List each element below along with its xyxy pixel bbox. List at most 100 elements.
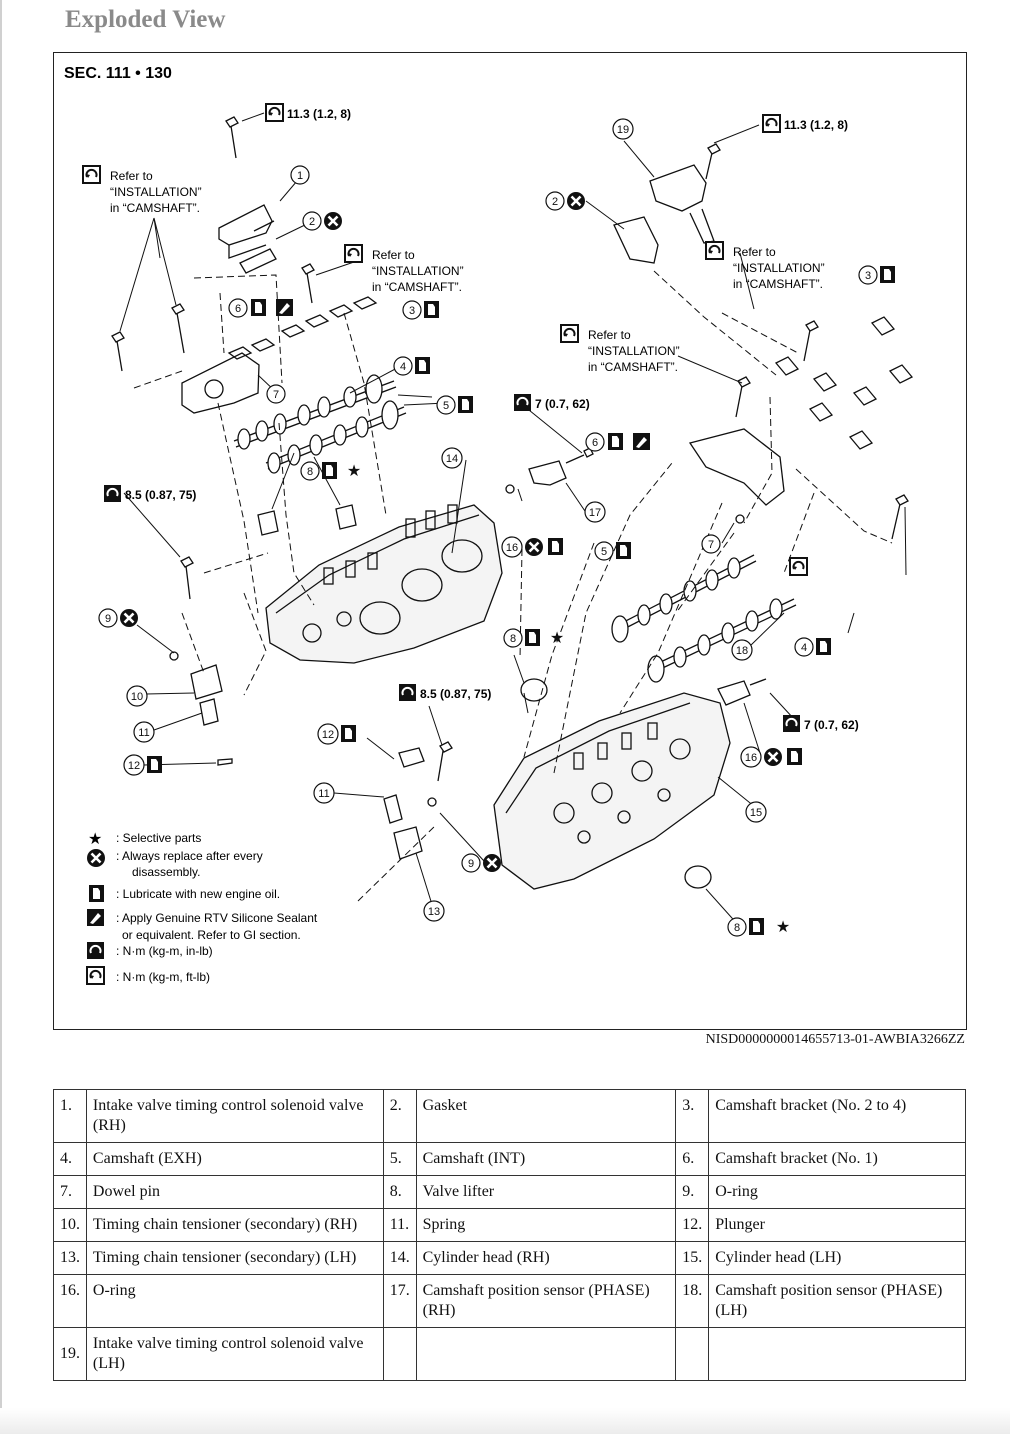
svg-text:13: 13 xyxy=(428,906,440,918)
svg-text:10: 10 xyxy=(131,691,143,703)
torque-label-11-3-rh: 11.3 (1.2, 8) xyxy=(265,103,351,122)
callout-6: 6 xyxy=(228,298,293,318)
svg-text:disassembly.: disassembly. xyxy=(132,865,200,879)
table-row: 1.Intake valve timing control solenoid v… xyxy=(53,1089,966,1143)
callout-19: 19 xyxy=(612,118,634,140)
part-number-cell: 14. xyxy=(382,1241,417,1275)
svg-text:11: 11 xyxy=(138,727,149,739)
torque-label-11-3-lh: 11.3 (1.2, 8) xyxy=(762,114,848,133)
svg-text:11: 11 xyxy=(318,788,329,800)
svg-text:Refer to: Refer to xyxy=(372,248,415,262)
svg-text:16: 16 xyxy=(745,752,757,764)
svg-text:11.3 (1.2, 8): 11.3 (1.2, 8) xyxy=(784,118,848,132)
svg-text:“INSTALLATION”: “INSTALLATION” xyxy=(110,185,202,199)
part-name-cell: O-ring xyxy=(85,1274,384,1328)
callout-8: 8★ xyxy=(727,917,790,937)
callout-7: 7 xyxy=(701,534,721,554)
part-number-cell: 5. xyxy=(382,1142,417,1176)
svg-text:: Apply Genuine RTV Silicone S: : Apply Genuine RTV Silicone Sealant xyxy=(116,911,318,925)
svg-text:Refer to: Refer to xyxy=(733,245,776,259)
part-number-cell: 16. xyxy=(53,1274,87,1328)
callout-14: 14 xyxy=(441,447,463,469)
svg-text:: Lubricate with new engine oi: : Lubricate with new engine oil. xyxy=(116,887,280,901)
part-name-cell: Camshaft position sensor (PHASE) (LH) xyxy=(708,1274,966,1328)
part-name-cell xyxy=(708,1327,966,1381)
part-number-cell: 1. xyxy=(53,1089,87,1143)
legend-torque-ft-lb: : N·m (kg-m, ft-lb) xyxy=(86,966,210,985)
svg-text:4: 4 xyxy=(801,642,807,654)
svg-text:8.5 (0.87, 75): 8.5 (0.87, 75) xyxy=(125,488,196,502)
callout-12: 12 xyxy=(123,754,162,776)
svg-text:8: 8 xyxy=(510,633,516,645)
svg-text:: N·m (kg-m, in-lb): : N·m (kg-m, in-lb) xyxy=(116,944,213,958)
page-title: Exploded View xyxy=(65,6,226,33)
callout-9: 9 xyxy=(461,852,503,874)
svg-text:11.3 (1.2, 8): 11.3 (1.2, 8) xyxy=(287,107,351,121)
callout-4: 4 xyxy=(393,356,430,376)
svg-text:6: 6 xyxy=(235,303,241,315)
part-number-cell: 17. xyxy=(382,1274,417,1328)
part-name-cell: Intake valve timing control solenoid val… xyxy=(85,1089,384,1143)
svg-text:8.5 (0.87, 75): 8.5 (0.87, 75) xyxy=(420,687,491,701)
table-row: 19.Intake valve timing control solenoid … xyxy=(53,1327,966,1381)
svg-text:in “CAMSHAFT”.: in “CAMSHAFT”. xyxy=(733,277,823,291)
part-number-cell: 12. xyxy=(675,1208,710,1242)
svg-text:Refer to: Refer to xyxy=(110,169,153,183)
page-bottom-shadow xyxy=(0,1408,1010,1434)
callout-2: 2 xyxy=(302,210,344,232)
callout-18: 18 xyxy=(731,639,753,661)
callout-12: 12 xyxy=(317,723,356,745)
part-number-cell: 18. xyxy=(675,1274,710,1328)
exploded-view-figure: SEC. 111 • 130 xyxy=(53,52,967,1030)
svg-text:12: 12 xyxy=(128,760,140,772)
exploded-view-diagram: SEC. 111 • 130 xyxy=(64,65,914,985)
svg-text:9: 9 xyxy=(105,613,111,625)
part-number-cell: 3. xyxy=(675,1089,710,1143)
callout-3: 3 xyxy=(402,300,439,320)
part-number-cell: 7. xyxy=(53,1175,87,1209)
part-name-cell: Gasket xyxy=(415,1089,677,1143)
callout-2: 2 xyxy=(545,190,587,212)
part-number-cell: 9. xyxy=(675,1175,710,1209)
legend-engine-oil: : Lubricate with new engine oil. xyxy=(89,885,280,902)
part-number-cell xyxy=(382,1327,417,1381)
callout-6: 6 xyxy=(585,432,650,452)
callout-3: 3 xyxy=(858,265,895,285)
callout-11: 11 xyxy=(133,721,155,743)
page-edge xyxy=(0,0,2,1434)
refer-note-4: Refer to “INSTALLATION” in “CAMSHAFT”. xyxy=(560,324,680,374)
part-name-cell: O-ring xyxy=(708,1175,966,1209)
svg-text:★: ★ xyxy=(776,919,790,936)
callout-9: 9 xyxy=(98,607,140,629)
refer-note-2: Refer to “INSTALLATION” in “CAMSHAFT”. xyxy=(344,244,464,294)
torque-icon xyxy=(789,557,808,576)
part-number-cell: 6. xyxy=(675,1142,710,1176)
part-name-cell: Camshaft bracket (No. 2 to 4) xyxy=(708,1089,966,1143)
part-name-cell xyxy=(415,1327,677,1381)
star-icon: ★ xyxy=(88,831,102,848)
svg-text:★: ★ xyxy=(347,463,361,480)
svg-text:or equivalent. Refer to GI sec: or equivalent. Refer to GI section. xyxy=(122,928,301,942)
svg-text:2: 2 xyxy=(309,216,315,228)
callout-16: 16 xyxy=(740,746,802,768)
svg-text:9: 9 xyxy=(468,858,474,870)
section-label: SEC. 111 • 130 xyxy=(64,65,172,82)
part-name-cell: Timing chain tensioner (secondary) (RH) xyxy=(85,1208,384,1242)
svg-text:7 (0.7, 62): 7 (0.7, 62) xyxy=(804,718,859,732)
svg-text:3: 3 xyxy=(409,305,415,317)
part-name-cell: Plunger xyxy=(708,1208,966,1242)
part-name-cell: Intake valve timing control solenoid val… xyxy=(85,1327,384,1381)
figure-id: NISD0000000014655713-01-AWBIA3266ZZ xyxy=(705,1032,965,1047)
svg-text:1: 1 xyxy=(297,170,303,182)
callout-17: 17 xyxy=(584,501,606,523)
torque-ft-lb-icon xyxy=(86,966,105,985)
svg-text:“INSTALLATION”: “INSTALLATION” xyxy=(588,344,680,358)
callout-4: 4 xyxy=(794,637,831,657)
svg-text:3: 3 xyxy=(865,270,871,282)
callout-10: 10 xyxy=(126,685,148,707)
legend-sealant: : Apply Genuine RTV Silicone Sealant or … xyxy=(87,909,318,942)
svg-text:: N·m (kg-m, ft-lb): : N·m (kg-m, ft-lb) xyxy=(116,970,210,984)
part-name-cell: Camshaft (EXH) xyxy=(85,1142,384,1176)
svg-text:15: 15 xyxy=(750,807,762,819)
